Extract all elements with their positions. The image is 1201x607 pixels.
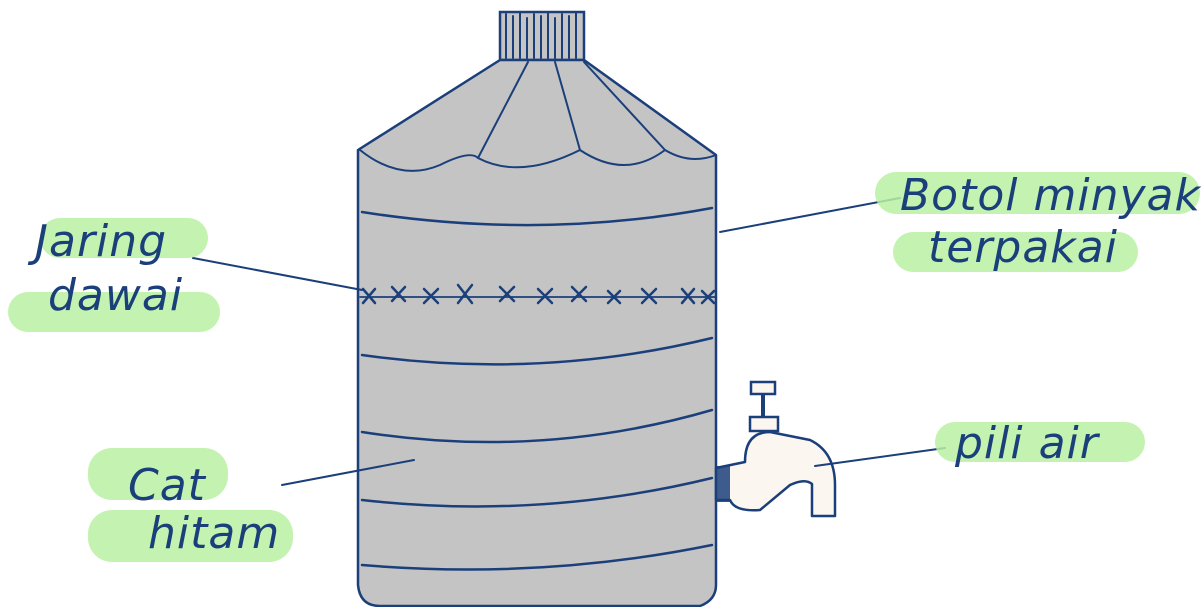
bottle-body <box>358 60 716 606</box>
label-jaring-line2: dawai <box>48 270 183 321</box>
tap-spout <box>716 432 835 516</box>
label-cat-line2: hitam <box>148 508 280 559</box>
pointer-pili <box>815 448 945 466</box>
pointer-botol <box>720 198 900 232</box>
tap-handle <box>751 382 775 394</box>
water-tap <box>716 382 835 516</box>
label-botol-line2: terpakai <box>928 222 1118 273</box>
label-botol-line1: Botol minyak <box>900 170 1201 221</box>
label-pili-air: pili air <box>954 418 1101 469</box>
label-jaring-line1: Jaring <box>27 216 167 267</box>
label-cat-line1: Cat <box>128 460 207 511</box>
oil-bottle <box>358 12 716 606</box>
pointer-jaring <box>193 258 362 290</box>
